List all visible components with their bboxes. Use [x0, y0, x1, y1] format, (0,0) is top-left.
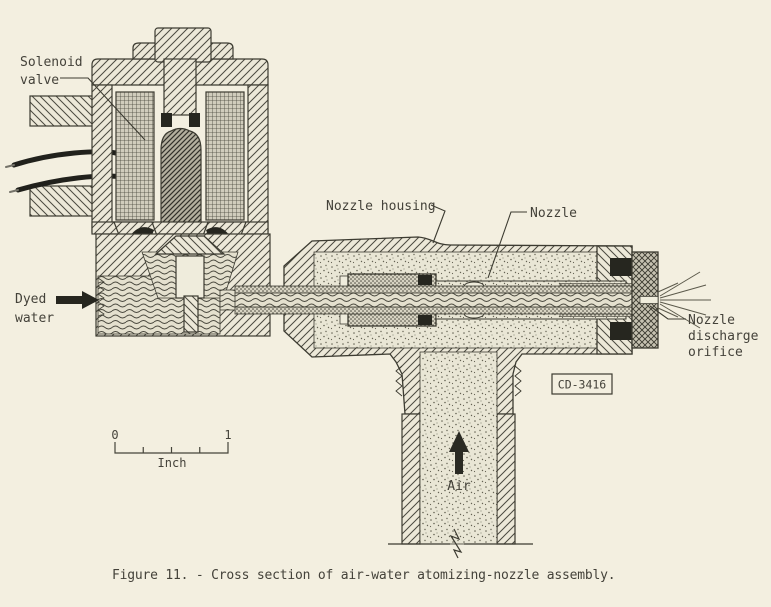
pipe-break-symbol — [449, 528, 463, 559]
water-tube-wall-lower — [234, 306, 643, 315]
drawing-number-box: CD-3416 — [551, 373, 613, 395]
plunger — [160, 127, 202, 233]
dyed-water-label-line1: Dyed — [15, 292, 46, 307]
scale-bar-ticks — [142, 447, 201, 453]
inlet-threads — [97, 277, 105, 319]
seal-right — [189, 113, 200, 127]
poppet — [175, 255, 205, 299]
threaded-stud — [154, 27, 212, 63]
scale-end-label: 1 — [224, 428, 231, 442]
discharge-orifice — [639, 296, 659, 304]
nozzle-label: Nozzle — [530, 206, 577, 221]
discharge-orifice-label-line3: orifice — [688, 345, 743, 360]
text-labels: Solenoid valve Dyed water Nozzle housing… — [15, 55, 759, 494]
orifice-seal-upper — [610, 258, 632, 276]
scale-bar: 0 1 Inch — [111, 428, 231, 470]
core-stem — [163, 58, 197, 116]
dyed-water-label-line2: water — [15, 311, 54, 326]
scale-start-label: 0 — [111, 428, 118, 442]
figure-caption: Figure 11. - Cross section of air-water … — [112, 568, 615, 583]
spray-lines — [657, 271, 711, 329]
discharge-orifice-label-line2: discharge — [688, 329, 759, 344]
solenoid-valve-label-line1: Solenoid — [20, 55, 83, 70]
discharge-end-cap — [631, 251, 711, 349]
water-tube-wall-upper — [234, 285, 643, 294]
flange-threads-right — [514, 365, 522, 397]
nozzle-leader — [487, 211, 527, 279]
air-passage — [419, 351, 498, 545]
valve-body — [95, 233, 279, 337]
solenoid-valve-leader — [60, 77, 146, 141]
flange-threads-left — [395, 365, 403, 397]
solenoid-cover-left — [91, 84, 113, 233]
discharge-orifice-label-line1: Nozzle — [688, 313, 735, 328]
solenoid-valve-label-line2: valve — [20, 73, 59, 88]
nozzle-housing-leader — [430, 204, 446, 244]
coil-winding-right — [205, 91, 245, 221]
air-pipe-wall-right — [496, 413, 516, 545]
bushing-seal-lower — [418, 315, 432, 325]
valve-seat — [154, 235, 226, 255]
poppet-stem — [183, 295, 199, 333]
dyed-water-flow-arrow — [56, 291, 99, 309]
orifice-seal-lower — [610, 322, 632, 340]
air-flow-arrow — [449, 431, 469, 474]
air-label: Air — [447, 479, 471, 494]
water-tube — [234, 285, 643, 315]
discharge-orifice-leader — [649, 305, 686, 320]
bushing-seal-upper — [418, 275, 432, 285]
nozzle-housing-label: Nozzle housing — [326, 199, 436, 214]
air-pipe-wall-left — [401, 413, 421, 545]
leader-lines — [60, 77, 686, 320]
air-supply-line — [388, 351, 533, 559]
solenoid-cover-right — [247, 84, 269, 233]
solenoid-valve-assembly — [5, 27, 269, 249]
coil-winding-left — [115, 91, 155, 221]
scale-unit-label: Inch — [158, 456, 187, 470]
seal-left — [161, 113, 172, 127]
water-tube-core — [234, 292, 643, 308]
drawing-number: CD-3416 — [558, 378, 607, 392]
